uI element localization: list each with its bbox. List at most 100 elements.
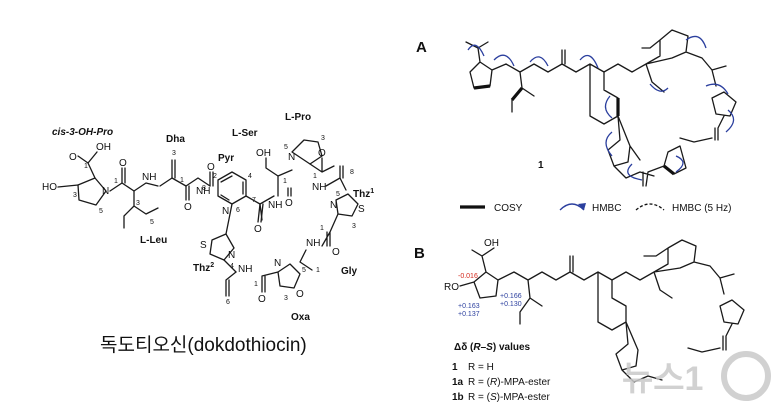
atom-num-thz2-6: 6 (226, 299, 230, 306)
atom-num-pyr-8: 8 (202, 185, 206, 192)
oxa-o-label: O (296, 289, 304, 300)
entry-1b-id: 1b (452, 392, 464, 403)
residue-label-l-ser: L-Ser (232, 128, 258, 139)
ser-o-label: O (285, 198, 293, 209)
hyp-o-label: O (69, 152, 77, 163)
legend-hmbc-5hz-label: HMBC (5 Hz) (672, 203, 731, 214)
panel-b-skeleton (459, 239, 745, 383)
entry-1a-def: R = (R)-MPA-ester (468, 377, 551, 388)
panel-b-ro-label: RO (444, 282, 459, 293)
leu-sidechain (123, 190, 159, 229)
panel-a-label: A (416, 39, 427, 56)
panel-a-cosy-bonds (473, 84, 675, 176)
atom-num-pro-5: 5 (284, 144, 288, 151)
shift-pos-3: +0.163 (458, 303, 480, 310)
thz2-link (223, 203, 237, 273)
ser-nh-label: NH (268, 200, 282, 211)
atom-num-gly-1: 1 (320, 225, 324, 232)
pyr-n-label: N (222, 206, 229, 217)
atom-num-pyr-4: 4 (248, 173, 252, 180)
entry-1a-id: 1a (452, 377, 464, 388)
oxazole-ring (277, 263, 301, 289)
watermark-text: 뉴스1 (622, 360, 703, 398)
residue-label-gly: Gly (341, 266, 358, 277)
leu-carbonyl (121, 167, 126, 184)
panel-a-skeleton (465, 29, 737, 187)
atom-num-hyp-3: 3 (73, 192, 77, 199)
ser-chain (265, 157, 293, 197)
entry-1-id: 1 (452, 362, 458, 373)
thz2-nh-label: NH (238, 264, 252, 275)
hyp-n-label: N (102, 186, 109, 197)
atom-num-pyr-2: 2 (213, 173, 217, 180)
hyp-oh-bond (57, 184, 79, 188)
delta-entries: 1 R = H 1a R = (R)-MPA-ester 1b R = (S)-… (452, 362, 551, 403)
atom-num-dha-1: 1 (180, 177, 184, 184)
gly-o-label: O (332, 247, 340, 258)
panel-a: A 1 COSY HMBC HMBC (5 Hz) (416, 29, 737, 214)
pyridine-ring (217, 171, 247, 205)
ser-carbonyl (287, 187, 292, 197)
atom-num-pro-3: 3 (321, 135, 325, 142)
pro-carbonyl-chain (309, 157, 335, 173)
residue-label-dha: Dha (166, 134, 185, 145)
shift-pos-4: +0.137 (458, 311, 480, 318)
pyr-c8-o-label: O (207, 162, 215, 173)
entry-1-def: R = H (468, 362, 494, 373)
legend-hmbc-5hz-swatch (635, 203, 665, 211)
residue-label-cis-hyp: cis-3-OH-Pro (52, 127, 113, 138)
leu-nh-label: NH (142, 172, 156, 183)
ser-c7-o-label: O (254, 224, 262, 235)
pyr-c8-carbonyl (209, 171, 214, 187)
pro-o-label: O (318, 148, 326, 159)
panel-a-hmbc-arrows (467, 35, 735, 181)
thz2-ring (209, 233, 235, 261)
watermark-circle (721, 351, 771, 401)
atom-num-thz1-5: 5 (336, 191, 340, 198)
atom-num-thz1-8: 8 (350, 169, 354, 176)
atom-num-thz2-4: 4 (230, 263, 234, 270)
pro-ring (291, 139, 323, 165)
dokdothiocin-structure: cis-3-OH-Pro Dha L-Ser L-Pro Pyr Thz1 L-… (42, 112, 374, 323)
gly-nh-label: NH (306, 238, 320, 249)
atom-num-oxa-1: 1 (254, 281, 258, 288)
atom-num-leu-5: 5 (150, 219, 154, 226)
thz2-s-label: S (200, 240, 207, 251)
dha-carbonyl (185, 185, 190, 201)
panel-b-oh-label: OH (484, 238, 499, 249)
atom-num-leu-3: 3 (136, 200, 140, 207)
atom-num-oxa-3: 3 (284, 295, 288, 302)
residue-label-oxa: Oxa (291, 312, 310, 323)
pyridine-double-bonds (220, 175, 244, 201)
residue-label-l-leu: L-Leu (140, 235, 167, 246)
leu-o-label: O (119, 158, 127, 169)
legend-hmbc-swatch (559, 203, 585, 211)
atom-num-hyp-1: 1 (84, 163, 88, 170)
residue-label-pyr: Pyr (218, 153, 234, 164)
oxa-n-label: N (274, 258, 281, 269)
thz2-n-label: N (228, 250, 235, 261)
atom-num-thz1-3: 3 (352, 223, 356, 230)
thz1-s-label: S (358, 204, 365, 215)
legend-cosy-label: COSY (494, 203, 523, 214)
shift-pos-1: +0.166 (500, 293, 522, 300)
atom-num-leu-1: 1 (114, 178, 118, 185)
dha-o-label: O (184, 202, 192, 213)
hyp-ho-label: HO (42, 182, 57, 193)
panel-b-label: B (414, 245, 425, 262)
thz1-vinyl (325, 165, 347, 191)
atom-num-ser-1: 1 (283, 178, 287, 185)
gly-ch2 (299, 249, 313, 271)
ser-c7-carbonyl (257, 203, 264, 223)
atom-num-hyp-5: 5 (99, 208, 103, 215)
pro-nh-label: NH (312, 182, 326, 193)
dha-methylene (171, 159, 176, 179)
entry-1b-def: R = (S)-MPA-ester (468, 392, 550, 403)
shift-neg-1: -0.016 (458, 273, 478, 280)
legend-hmbc-label: HMBC (592, 203, 621, 214)
dha-nh-label: NH (196, 186, 210, 197)
hyp-carboxyl (77, 151, 98, 179)
atom-num-ser-7: 7 (252, 197, 256, 204)
thz1-n-label: N (330, 200, 337, 211)
panel-a-compound-number: 1 (538, 160, 544, 171)
